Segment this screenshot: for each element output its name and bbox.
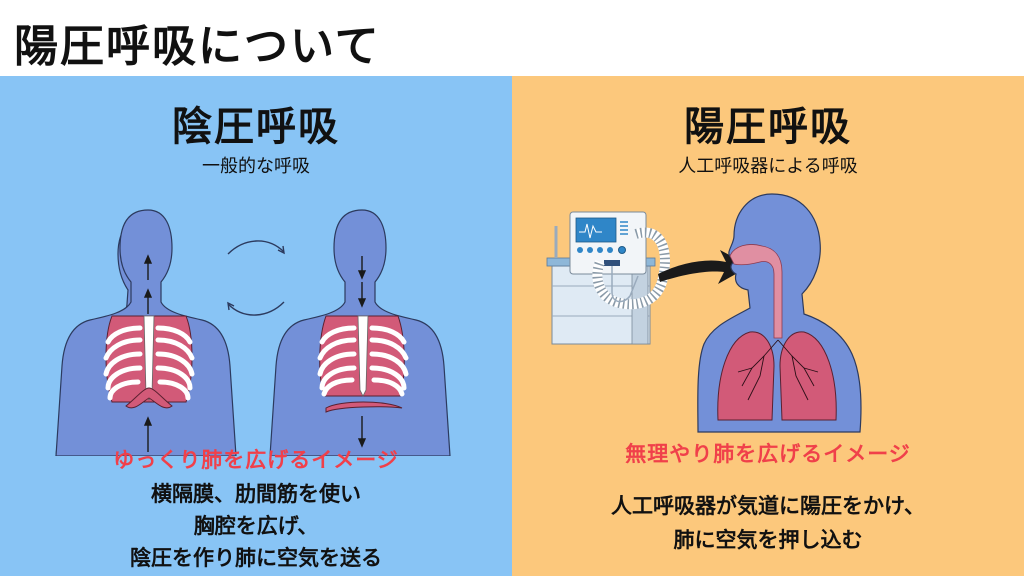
ventilator-icon — [546, 211, 670, 345]
negative-pressure-panel: 陰圧呼吸 一般的な呼吸 — [0, 76, 512, 576]
negative-pressure-illustration — [55, 209, 451, 456]
negative-pressure-title: 陰圧呼吸 — [172, 104, 340, 150]
header: 陽圧呼吸について — [0, 0, 1024, 76]
positive-pressure-description-line-2: 肺に空気を押し込む — [673, 528, 863, 552]
exhale-figure — [269, 209, 451, 456]
negative-pressure-description-line-3: 陰圧を作り肺に空気を送る — [130, 546, 382, 570]
positive-pressure-subtitle: 人工呼吸器による呼吸 — [678, 156, 858, 177]
negative-pressure-description-line-2: 胸腔を広げ、 — [193, 514, 319, 538]
airway-lungs-figure — [697, 193, 862, 433]
negative-pressure-caption: ゆっくり肺を広げるイメージ — [113, 448, 399, 472]
negative-pressure-subtitle: 一般的な呼吸 — [202, 156, 310, 177]
page-title: 陽圧呼吸について — [14, 21, 381, 72]
positive-pressure-description-line-1: 人工呼吸器が気道に陽圧をかけ、 — [611, 494, 925, 518]
negative-pressure-description-line-1: 横隔膜、肋間筋を使い — [151, 482, 361, 506]
cycle-arrows-icon — [227, 240, 285, 316]
positive-pressure-caption: 無理やり肺を広げるイメージ — [625, 442, 911, 466]
airflow-arrow-icon — [658, 250, 750, 284]
inhale-figure — [55, 209, 237, 456]
positive-pressure-panel: 陽圧呼吸 人工呼吸器による呼吸 — [512, 76, 1024, 576]
positive-pressure-illustration — [546, 193, 862, 433]
positive-pressure-title: 陽圧呼吸 — [684, 104, 852, 150]
